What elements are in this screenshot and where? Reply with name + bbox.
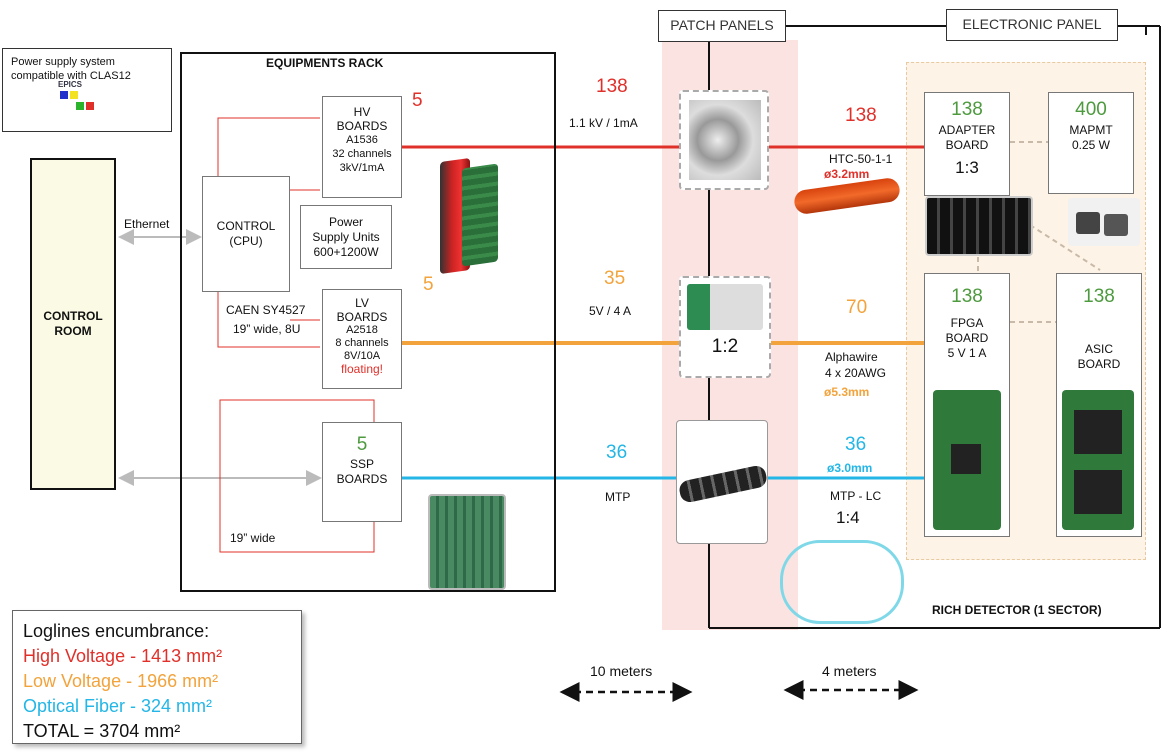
hv-channels: 32 channels <box>332 148 392 160</box>
rack-title: EQUIPMENTS RACK <box>266 56 384 70</box>
lv-board-count: 5 <box>423 274 434 295</box>
fiber-cable: MTP - LC <box>830 489 882 503</box>
distance-right: 4 meters <box>822 663 877 679</box>
power-supply-line2: compatible with CLAS12 <box>11 70 131 82</box>
power-supply-line1: Power supply system <box>11 56 115 68</box>
mapmt-box: 400 MAPMT 0.25 W <box>1048 92 1134 194</box>
hv-count-left: 138 <box>596 76 628 97</box>
lv-diameter: ø5.3mm <box>824 385 870 399</box>
detector-title: RICH DETECTOR (1 SECTOR) <box>932 603 1102 617</box>
fpga-label: FPGA BOARD <box>945 316 989 345</box>
epics-label: EPICS <box>58 80 83 89</box>
caen-label: CAEN SY4527 <box>226 303 306 317</box>
distance-left: 10 meters <box>590 663 653 679</box>
asic-count: 138 <box>1083 286 1115 307</box>
hv-diameter: ø3.2mm <box>824 167 870 181</box>
lv-cable: Alphawire <box>825 350 878 364</box>
lv-rating: 8V/10A <box>343 350 381 362</box>
adapter-count: 138 <box>951 99 983 120</box>
hv-spec-left: 1.1 kV / 1mA <box>569 116 638 130</box>
lv-floating: floating! <box>340 362 384 376</box>
ssp-boards-box: 5 SSP BOARDS <box>322 422 402 522</box>
asic-board-photo <box>1062 390 1134 530</box>
lv-connector-photo <box>687 284 763 330</box>
equipment-rack <box>180 52 556 592</box>
encumbrance-legend: Loglines encumbrance: High Voltage - 141… <box>12 610 302 744</box>
psu-box: Power Supply Units 600+1200W <box>300 205 392 269</box>
lv-title: LV BOARDS <box>336 296 388 324</box>
hv-count-right: 138 <box>845 105 877 126</box>
lv-spec-left: 5V / 4 A <box>589 304 632 318</box>
epics-logo: EPICS <box>58 80 102 128</box>
hv-board-photo-pcb <box>462 163 498 267</box>
legend-hv: High Voltage - 1413 mm² <box>23 646 223 666</box>
adapter-label: ADAPTER BOARD <box>938 123 996 152</box>
fiber-count-right: 36 <box>845 434 867 455</box>
hv-rating: 3kV/1mA <box>339 162 385 174</box>
ethernet-label: Ethernet <box>124 217 170 231</box>
legend-title: Loglines encumbrance: <box>23 621 210 641</box>
hv-title: HV BOARDS <box>336 105 388 133</box>
fpga-board-photo <box>933 390 1001 530</box>
control-room: CONTROL ROOM <box>30 158 116 490</box>
hv-boards-box: HV BOARDS A1536 32 channels 3kV/1mA <box>322 96 402 198</box>
caen-dim: 19” wide, 8U <box>233 322 301 336</box>
fiber-cable-photo <box>780 540 904 624</box>
fpga-power: 5 V 1 A <box>947 346 987 360</box>
control-cpu-box: CONTROL (CPU) <box>202 176 290 292</box>
legend-fiber: Optical Fiber - 324 mm² <box>23 696 213 716</box>
fiber-spec-left: MTP <box>605 490 631 504</box>
lv-count-right: 70 <box>846 297 868 318</box>
fpga-count: 138 <box>951 286 983 307</box>
legend-total: TOTAL = 3704 mm² <box>23 721 181 741</box>
adapter-ratio: 1:3 <box>955 158 979 177</box>
lv-model: A2518 <box>346 324 378 336</box>
ssp-dim: 19” wide <box>230 531 276 545</box>
legend-lv: Low Voltage - 1966 mm² <box>23 671 219 691</box>
lv-patch-photo-frame: 1:2 <box>679 276 771 378</box>
adapter-board-photo <box>925 196 1033 256</box>
lv-ratio: 1:2 <box>711 336 739 357</box>
adapter-board-box: 138 ADAPTER BOARD 1:3 <box>924 92 1010 196</box>
ssp-title: SSP BOARDS <box>336 457 388 486</box>
fiber-count-left: 36 <box>606 442 628 463</box>
lv-boards-box: LV BOARDS A2518 8 channels 8V/10A floati… <box>322 289 402 389</box>
lv-cable2: 4 x 20AWG <box>825 366 886 380</box>
fiber-diameter: ø3.0mm <box>827 461 873 475</box>
fiber-ratio: 1:4 <box>836 508 860 527</box>
hv-connector-photo <box>689 100 761 180</box>
lv-channels: 8 channels <box>335 337 389 349</box>
mapmt-photo <box>1068 198 1140 246</box>
mtp-patch-photo <box>676 420 768 544</box>
mapmt-power: 0.25 W <box>1071 138 1110 152</box>
asic-label: ASIC BOARD <box>1077 342 1121 371</box>
lv-count-left: 35 <box>604 268 626 289</box>
mapmt-count: 400 <box>1075 99 1107 120</box>
electronic-panel-title: ELECTRONIC PANEL <box>946 9 1118 41</box>
hv-board-count: 5 <box>412 90 423 111</box>
ssp-board-photo <box>428 494 506 590</box>
patch-panels-title: PATCH PANELS <box>658 10 786 42</box>
mtp-connector <box>677 464 767 504</box>
hv-cable: HTC-50-1-1 <box>829 152 893 166</box>
hv-model: A1536 <box>346 134 378 146</box>
mapmt-label: MAPMT <box>1069 123 1113 137</box>
hv-patch-photo-frame <box>679 90 769 190</box>
ssp-count: 5 <box>356 434 368 455</box>
power-supply-box: Power supply system compatible with CLAS… <box>2 48 172 132</box>
